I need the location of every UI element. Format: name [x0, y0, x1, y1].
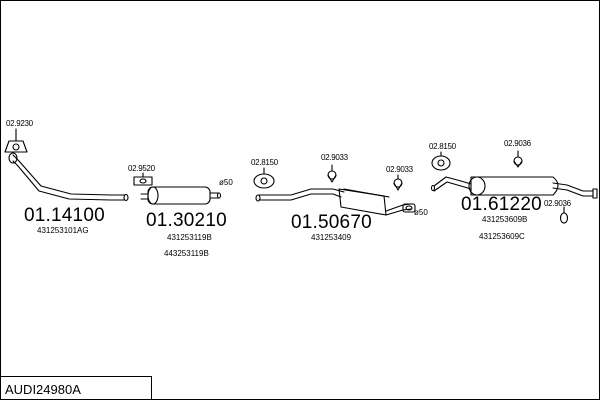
hanger-icon: [431, 151, 451, 171]
diagram-code-box: AUDI24980A: [1, 376, 152, 399]
clamp-icon: [559, 206, 569, 224]
oem-reference: 431253409: [311, 233, 352, 242]
clamp-icon: [393, 174, 403, 191]
hanger-icon: [253, 167, 275, 189]
oem-reference: 431253101AG: [37, 226, 89, 235]
fitting-label: 02.8150: [251, 158, 278, 167]
fitting-label: 02.9036: [504, 139, 531, 148]
fitting-label: 02.9036: [544, 199, 571, 208]
front-pipe: [8, 152, 129, 202]
oem-reference: 431253119B: [167, 233, 212, 242]
diameter-label: ø50: [414, 208, 428, 217]
part-number: 01.61220: [461, 194, 542, 215]
clamp-icon: [327, 164, 337, 183]
oem-reference: 431253609B: [482, 215, 528, 224]
front-silencer: [140, 186, 222, 205]
fitting-label: 02.9033: [386, 165, 413, 174]
centre-silencer: [255, 188, 416, 216]
fitting-label: 02.8150: [429, 142, 456, 151]
gasket-icon: [4, 128, 28, 153]
clamp-icon: [513, 150, 523, 168]
clamp-icon: [133, 172, 153, 186]
fitting-label: 02.9520: [128, 164, 155, 173]
diagram-code: AUDI24980A: [5, 382, 81, 397]
oem-reference: 431253609C: [479, 232, 525, 241]
fitting-label: 02.9033: [321, 153, 348, 162]
part-number: 01.14100: [24, 205, 105, 226]
diameter-label: ø50: [219, 178, 233, 187]
oem-reference: 443253119B: [164, 249, 209, 258]
part-number: 01.30210: [146, 210, 227, 231]
rear-silencer: [430, 176, 598, 199]
fitting-label: 02.9230: [6, 119, 33, 128]
part-number: 01.50670: [291, 212, 372, 233]
